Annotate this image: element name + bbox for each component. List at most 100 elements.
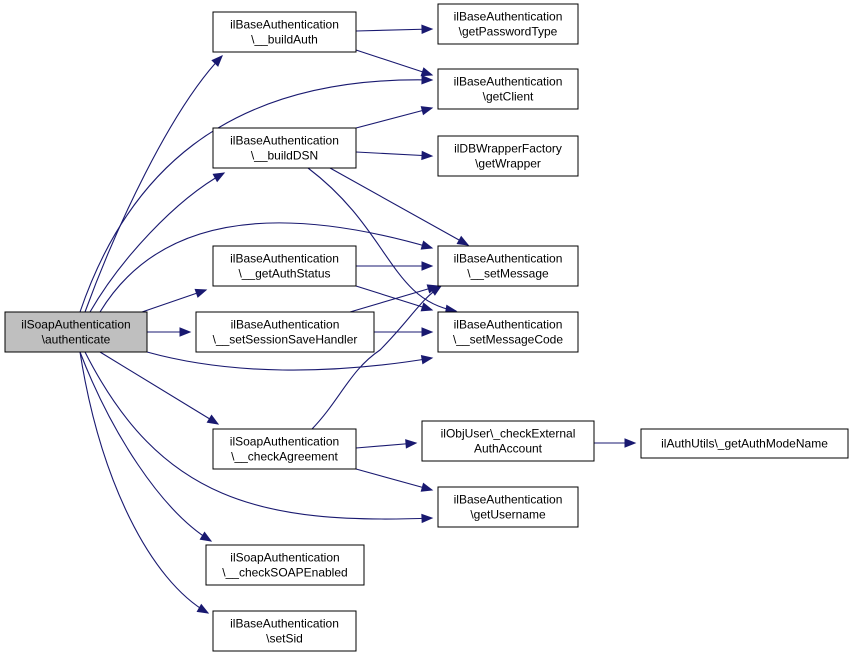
node-getAuthModeName[interactable]: ilAuthUtils\_getAuthModeName (640, 428, 849, 459)
node-label: \getClient (483, 90, 534, 104)
arrow-head-icon (421, 24, 434, 35)
node-label: ilBaseAuthentication (230, 252, 339, 266)
node-label: \getPasswordType (459, 25, 558, 39)
node-label: ilBaseAuthentication (454, 75, 563, 89)
node-label: ilDBWrapperFactory (454, 142, 562, 156)
edge-setSessionSaveHandler-to-setMessageCode (374, 327, 434, 337)
arrow-head-icon (199, 531, 213, 542)
node-label: ilBaseAuthentication (230, 134, 339, 148)
arrow-head-icon (405, 439, 418, 449)
edge-checkAgreement-to-checkExternalAuthAccount (355, 439, 418, 449)
node-label: \__setSessionSaveHandler (213, 333, 358, 347)
node-box (212, 428, 357, 470)
node-box (212, 127, 357, 169)
edge-layer (79, 24, 637, 614)
node-label: ilSoapAuthentication (230, 435, 339, 449)
edge-line (355, 468, 433, 491)
node-label: ilBaseAuthentication (454, 493, 563, 507)
arrow-head-icon (456, 235, 470, 246)
edge-root-to-buildAuth (84, 55, 223, 313)
node-label: \__setMessage (467, 267, 549, 281)
edge-line (311, 285, 442, 430)
edge-line (79, 351, 212, 542)
node-box (437, 68, 579, 110)
edge-buildDSN-to-getWrapper (355, 150, 434, 161)
edge-line (141, 289, 207, 313)
edge-checkExternalAuthAccount-to-getAuthModeName (594, 438, 637, 448)
edge-line (146, 351, 433, 371)
arrow-head-icon (194, 288, 208, 298)
edge-line (84, 351, 433, 520)
node-label: ilAuthUtils\_getAuthModeName (661, 437, 828, 451)
node-label: \setSid (266, 632, 303, 646)
node-box (195, 311, 375, 353)
node-setMessageCode[interactable]: ilBaseAuthentication\__setMessageCode (437, 311, 579, 353)
arrow-head-icon (420, 355, 434, 365)
arrow-head-icon (420, 240, 434, 250)
node-getPasswordType[interactable]: ilBaseAuthentication\getPasswordType (437, 3, 579, 45)
node-label: \__buildAuth (251, 33, 318, 47)
edge-buildDSN-to-setMessage (329, 167, 470, 246)
node-checkSOAPEnabled[interactable]: ilSoapAuthentication\__checkSOAPEnabled (205, 544, 365, 586)
edge-checkAgreement-to-getUsername (355, 468, 434, 492)
edge-root-to-setSessionSaveHandler (147, 327, 192, 337)
node-label: \getWrapper (475, 157, 541, 171)
arrow-head-icon (196, 603, 210, 614)
edge-root-to-setSid (79, 351, 210, 614)
node-setSid[interactable]: ilBaseAuthentication\setSid (212, 610, 357, 652)
arrow-head-icon (420, 482, 434, 492)
edge-buildAuth-to-getPasswordType (355, 24, 434, 35)
node-box (437, 311, 579, 353)
arrow-head-icon (420, 67, 434, 77)
node-box (212, 11, 357, 53)
node-label: ilSoapAuthentication (21, 318, 130, 332)
edge-root-to-setMessage (99, 222, 434, 313)
node-label: ilBaseAuthentication (454, 10, 563, 24)
node-box (212, 245, 357, 287)
edge-line (99, 351, 219, 425)
edge-line (79, 351, 209, 614)
node-label: ilBaseAuthentication (230, 617, 339, 631)
edge-line (307, 167, 457, 312)
edge-root-to-setMessageCode (146, 351, 434, 371)
edge-root-to-getClient (79, 75, 434, 313)
arrow-head-icon (421, 75, 434, 85)
node-box (437, 486, 579, 528)
edge-root-to-checkSOAPEnabled (79, 351, 213, 542)
arrow-head-icon (420, 106, 434, 116)
node-label: \__buildDSN (251, 149, 318, 163)
node-box (421, 420, 595, 462)
node-box (437, 245, 579, 287)
node-buildAuth[interactable]: ilBaseAuthentication\__buildAuth (212, 11, 357, 53)
edge-line (355, 28, 433, 32)
node-getWrapper[interactable]: ilDBWrapperFactory\getWrapper (437, 135, 579, 177)
node-box (437, 3, 579, 45)
edge-line (355, 151, 433, 157)
edge-checkAgreement-to-setMessage (311, 285, 443, 430)
node-label: \__getAuthStatus (238, 267, 330, 281)
node-setSessionSaveHandler[interactable]: ilBaseAuthentication\__setSessionSaveHan… (195, 311, 375, 353)
node-label: \__checkAgreement (231, 450, 338, 464)
node-label: \__checkSOAPEnabled (222, 566, 347, 580)
edge-getAuthStatus-to-setMessage (356, 261, 434, 271)
node-box (4, 311, 148, 353)
edge-buildAuth-to-getClient (355, 49, 434, 77)
node-box (437, 135, 579, 177)
node-buildDSN[interactable]: ilBaseAuthentication\__buildDSN (212, 127, 357, 169)
edge-root-to-checkAgreement (99, 351, 220, 425)
arrow-head-icon (429, 285, 443, 296)
node-root[interactable]: ilSoapAuthentication\authenticate (4, 311, 148, 353)
node-getAuthStatus[interactable]: ilBaseAuthentication\__getAuthStatus (212, 245, 357, 287)
arrow-head-icon (211, 55, 223, 67)
edge-root-to-getAuthStatus (141, 288, 208, 313)
arrow-head-icon (206, 414, 220, 425)
node-getClient[interactable]: ilBaseAuthentication\getClient (437, 68, 579, 110)
node-layer: ilSoapAuthentication\authenticate ilBaseA… (4, 3, 849, 652)
node-label: ilSoapAuthentication (230, 551, 339, 565)
node-checkAgreement[interactable]: ilSoapAuthentication\__checkAgreement (212, 428, 357, 470)
node-box (212, 610, 357, 652)
node-getUsername[interactable]: ilBaseAuthentication\getUsername (437, 486, 579, 528)
node-setMessage[interactable]: ilBaseAuthentication\__setMessage (437, 245, 579, 287)
